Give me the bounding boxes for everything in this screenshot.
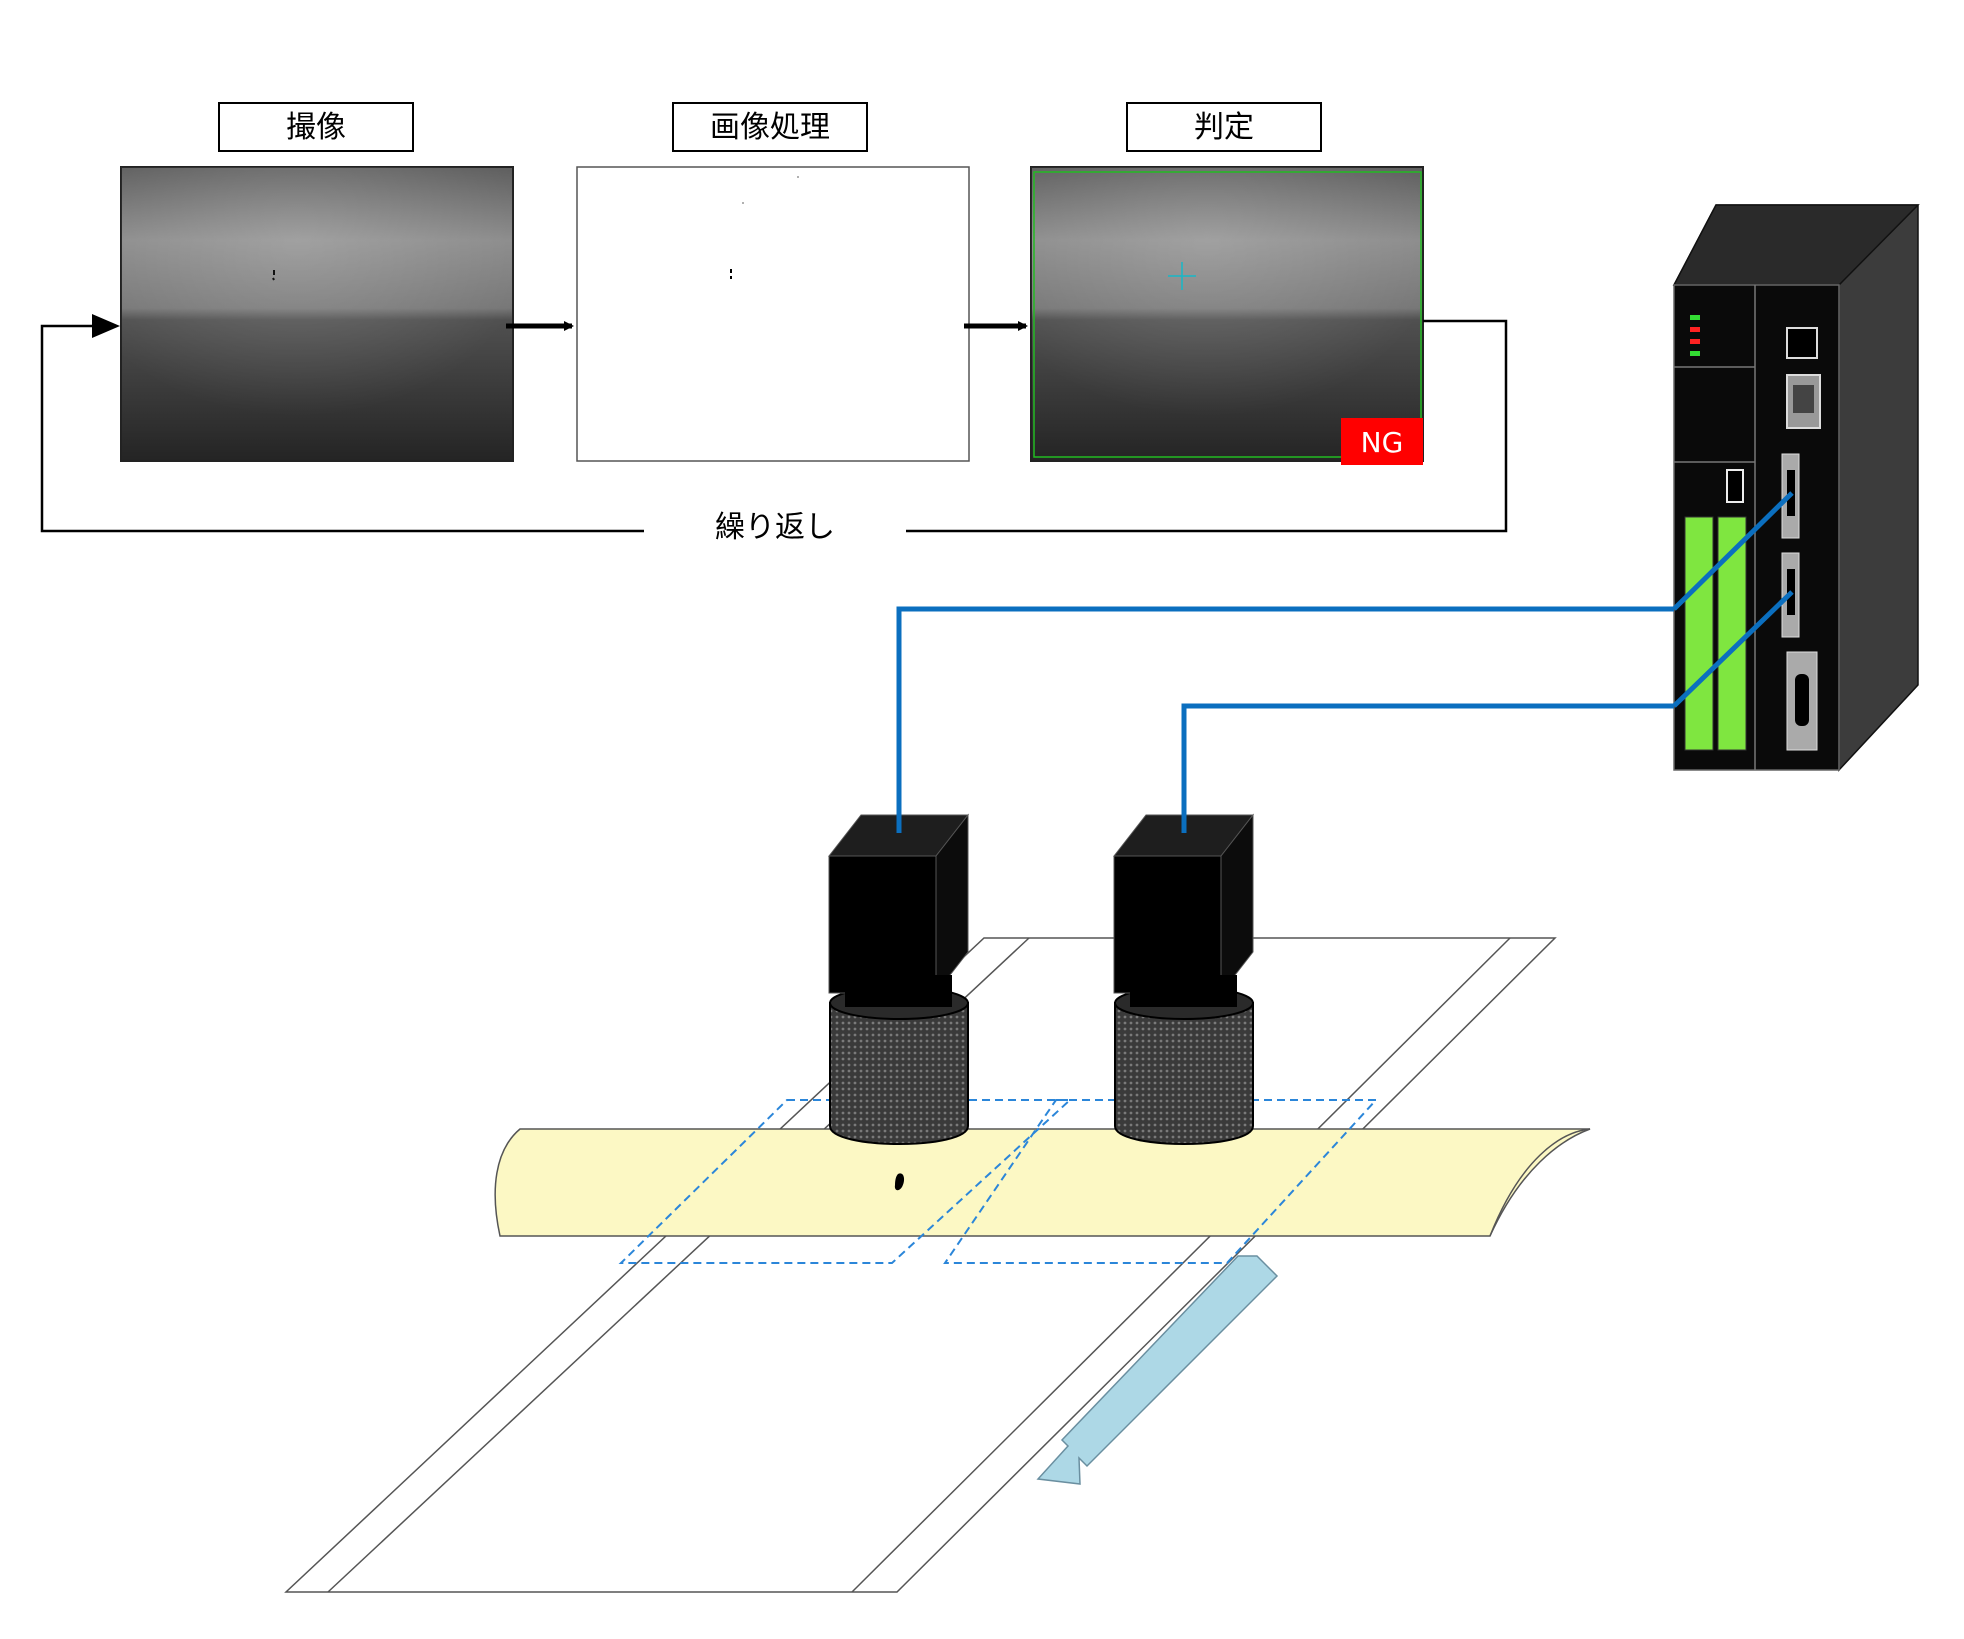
processed-image xyxy=(576,166,970,462)
step-label-capture: 撮像 xyxy=(218,102,414,152)
defect-spot xyxy=(894,1173,905,1191)
step-label-processing: 画像処理 xyxy=(672,102,868,152)
judgement-frame xyxy=(1033,171,1422,458)
direction-arrow-icon xyxy=(1036,1255,1279,1485)
camera-cable-1 xyxy=(896,491,1794,833)
capture-image xyxy=(120,166,514,462)
scan-area-1 xyxy=(618,1099,1073,1264)
repeat-loop xyxy=(40,319,1508,533)
camera-cable-2 xyxy=(1181,590,1794,833)
step-label-judgement: 判定 xyxy=(1126,102,1322,152)
ng-badge: NG xyxy=(1341,418,1423,465)
crosshair-icon xyxy=(1168,262,1196,290)
loop-label: 繰り返し xyxy=(715,510,835,545)
ng-badge-text: NG xyxy=(1361,426,1404,459)
film-roll xyxy=(494,1128,1591,1237)
step-label-processing-text: 画像処理 xyxy=(710,110,830,145)
controller-icon xyxy=(1672,204,1920,772)
step-label-judgement-text: 判定 xyxy=(1194,110,1254,145)
camera-icon xyxy=(827,813,970,1145)
arrow-right-icon xyxy=(92,314,120,338)
scan-area-2 xyxy=(943,1099,1379,1264)
judgement-image: NG xyxy=(1030,166,1424,465)
step-label-capture-text: 撮像 xyxy=(286,110,346,145)
camera-icon xyxy=(1112,813,1255,1145)
